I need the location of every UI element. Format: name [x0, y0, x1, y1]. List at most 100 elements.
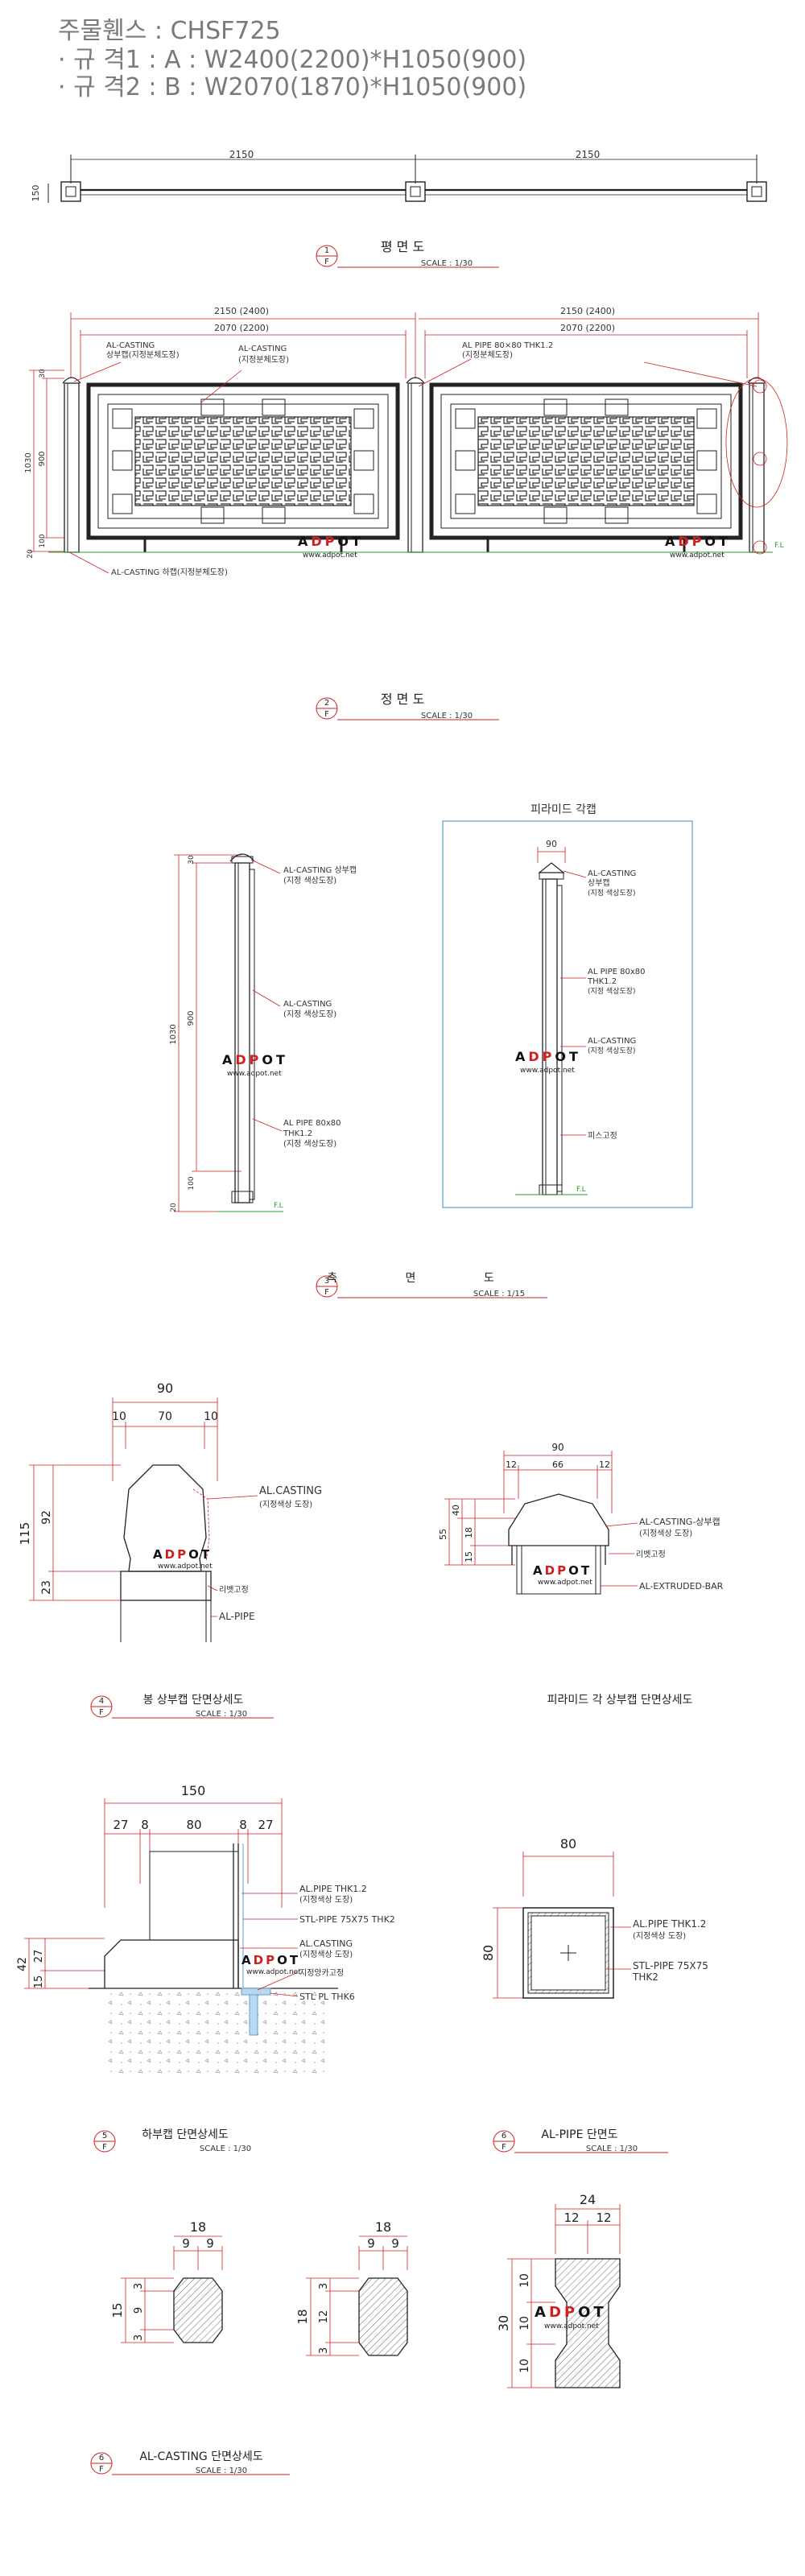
watermark-url: www.adpot.net	[227, 1070, 282, 1078]
side-label-casting: AL-CASTING	[283, 1000, 332, 1009]
front-post-middle	[406, 377, 425, 553]
cast-watermark: ADPOT www.adpot.net	[535, 2304, 607, 2330]
cast1-h3: 3	[133, 2334, 145, 2341]
pyramid-label4: 피스고정	[588, 1131, 617, 1141]
side-label-top2: (지정 색상도장)	[283, 876, 336, 886]
base-title-text: 하부캡 단면상세도	[142, 2128, 229, 2141]
cap-scale: SCALE : 1/30	[196, 1710, 247, 1719]
side-view: 1030 900 30 100 20 F.L AL-CASTING 상부캡 (지…	[169, 853, 357, 1212]
cast3-h3: 10	[518, 2359, 531, 2373]
base-dim-h: 42	[16, 1957, 29, 1971]
pipe-scale: SCALE : 1/30	[586, 2145, 638, 2153]
pipe-title: 6 F AL-PIPE 단면도 SCALE : 1/30	[493, 2128, 668, 2153]
cap-label1: AL.CASTING	[259, 1485, 322, 1497]
plan-dim-right: 2150	[576, 149, 601, 160]
front-fl-label: F.L	[774, 542, 784, 550]
cast-title: 6 F AL-CASTING 단면상세도 SCALE : 1/30	[90, 2450, 290, 2475]
side-dim-v-total: 1030	[169, 1024, 178, 1044]
pyramid-label1b: 상부캡	[588, 878, 610, 888]
side-label-top: AL-CASTING 상부캡	[283, 865, 357, 875]
pyramid-detail-title: 피라미드 각 상부캡 단면상세도	[547, 1694, 693, 1707]
cast2-h3: 3	[318, 2347, 330, 2354]
pipe-title-num: 6	[502, 2132, 506, 2140]
pyramid-label2c: (지정 색상도장)	[588, 987, 636, 996]
pyd-label1b: (지정색상 도장)	[639, 1529, 692, 1538]
side-label-casting2: (지정 색상도장)	[283, 1009, 336, 1019]
spec-line-2: · 규 격2 : B : W2070(1870)*H1050(900)	[58, 73, 527, 101]
cap-label1b: (지정색상 도장)	[259, 1500, 312, 1509]
pyd-label3: AL-EXTRUDED-BAR	[639, 1581, 724, 1591]
pyd-dim-b: 66	[552, 1459, 564, 1470]
pyd-dim-top: 90	[551, 1442, 564, 1453]
base-detail: 150 27 8 80 8 27 42 27 15 AL.PIPE THK1.2…	[16, 1783, 395, 2077]
pyd-dim-h3: 15	[464, 1551, 474, 1563]
cast-title-sub: F	[99, 2465, 104, 2474]
front-label-casting: AL-CASTING	[238, 345, 287, 353]
pyramid-watermark: ADPOT www.adpot.net	[515, 1049, 581, 1075]
cast3-w1: 12	[564, 2211, 579, 2225]
cast-scale: SCALE : 1/30	[196, 2467, 247, 2475]
front-dim-v-total: 1030	[24, 452, 33, 473]
base-title: 5 F 하부캡 단면상세도 SCALE : 1/30	[93, 2128, 251, 2153]
cap-detail: 90 10 70 10 115 92 23 AL.CASTING (지정색상 도…	[18, 1381, 322, 1642]
cast2-h: 18	[295, 2309, 310, 2324]
pipe-dim-w: 80	[560, 1836, 576, 1852]
side-title-num: 3	[324, 1277, 329, 1286]
cast2-h2: 12	[318, 2310, 330, 2324]
front-panel-left	[86, 382, 400, 552]
base-label1b: (지정색상 도장)	[299, 1895, 353, 1905]
watermark-brand: ADPOT	[515, 1049, 581, 1064]
front-dim-v-base: 20	[27, 549, 35, 559]
cap-dim-h: 115	[18, 1522, 32, 1546]
pipe-section: 80 80 AL.PIPE THK1.2 (지정색상 도장) STL-PIPE …	[481, 1836, 708, 1999]
watermark-url: www.adpot.net	[538, 1579, 592, 1587]
cap-dim-b: 70	[158, 1410, 172, 1423]
pyd-dim-h: 55	[438, 1529, 448, 1540]
front-title-sub: F	[324, 710, 329, 719]
cap-title-sub: F	[99, 1708, 104, 1717]
side-label-pipe: AL PIPE 80x80	[283, 1119, 341, 1128]
pyd-dim-c: 12	[599, 1459, 610, 1470]
base-label1: AL.PIPE THK1.2	[299, 1884, 367, 1894]
side-title-text: 측 면 도	[327, 1272, 526, 1285]
watermark-url: www.adpot.net	[670, 551, 724, 559]
watermark-url: www.adpot.net	[520, 1067, 575, 1075]
base-label3b: (지정색상 도장)	[299, 1950, 353, 1959]
pyramid-label2b: THK1.2	[587, 977, 617, 986]
pyd-label1: AL-CASTING-상부캡	[639, 1517, 720, 1527]
page-title: 주물휀스 : CHSF725	[58, 17, 281, 45]
front-title: 2 F 정 면 도 SCALE : 1/30	[316, 691, 499, 720]
front-scale: SCALE : 1/30	[421, 712, 473, 720]
cast3-w: 24	[580, 2192, 596, 2207]
side-title-sub: F	[324, 1288, 329, 1297]
side-scale: SCALE : 1/15	[473, 1290, 525, 1298]
side-label-pipe3: (지정 색상도장)	[283, 1139, 336, 1149]
base-dim-h2: 15	[33, 1975, 45, 1989]
base-watermark: ADPOT www.adpot.net	[242, 1953, 301, 1976]
cast1-w: 18	[190, 2219, 206, 2235]
pyd-label2: 리벳고정	[636, 1550, 666, 1559]
pyramid-post	[538, 862, 565, 1195]
cast2-h1: 3	[318, 2283, 330, 2289]
cap-label2: 리벳고정	[219, 1585, 249, 1595]
pipe-label1b: (지정색상 도장)	[633, 1931, 686, 1941]
front-dim-v-mid: 900	[38, 451, 47, 466]
base-label3: AL.CASTING	[299, 1938, 353, 1949]
pipe-dim-h: 80	[481, 1945, 496, 1961]
plan-scale: SCALE : 1/30	[421, 259, 473, 268]
side-watermark: ADPOT www.adpot.net	[222, 1052, 288, 1078]
pyramid-dim-width: 90	[546, 839, 557, 849]
plan-dim-post: 150	[31, 185, 41, 202]
pyramid-label2: AL PIPE 80x80	[588, 968, 645, 976]
watermark-brand: ADPOT	[533, 1563, 592, 1578]
cast3-w2: 12	[596, 2211, 611, 2225]
watermark-brand: ADPOT	[535, 2304, 607, 2321]
base-dim-e: 27	[258, 1818, 273, 1832]
front-dim-v-top: 30	[39, 369, 47, 378]
pyramid-detail: 90 12 66 12 55 40 18 15 AL-CASTING-상부캡 (…	[438, 1442, 724, 1595]
cap-dim-h2: 23	[40, 1580, 53, 1595]
watermark-url: www.adpot.net	[544, 2322, 599, 2330]
watermark-brand: ADPOT	[222, 1052, 288, 1067]
front-dim-inner-left: 2070 (2200)	[214, 323, 269, 333]
